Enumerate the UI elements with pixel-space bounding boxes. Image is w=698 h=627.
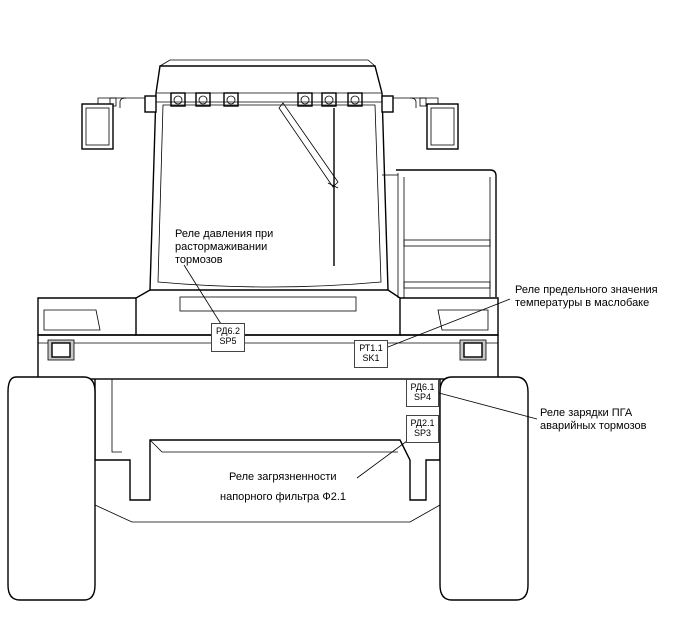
sensor-box-rd6-2: РД6.2 SP5 bbox=[211, 323, 245, 352]
callout-emergency-brake-accumulator-relay: Реле зарядки ПГА аварийных тормозов bbox=[540, 407, 647, 432]
side-lamp-right bbox=[459, 339, 487, 361]
windshield bbox=[157, 104, 382, 288]
sensor-box-rt1-1: РТ1.1 SK1 bbox=[354, 340, 388, 368]
front-beam bbox=[37, 334, 499, 380]
chassis-frame bbox=[94, 379, 441, 501]
wiper-arm bbox=[278, 102, 339, 188]
cab-ladder bbox=[382, 169, 497, 298]
headlight-right bbox=[437, 309, 489, 331]
cab-roof bbox=[155, 65, 383, 94]
callout-pressure-filter-clogging-relay: Реле загрязненности напорного фильтра Ф2… bbox=[220, 471, 346, 503]
wheel-right bbox=[439, 376, 529, 601]
roof-work-lights bbox=[170, 92, 363, 107]
sensor-box-rd6-1: РД6.1 SP4 bbox=[406, 379, 439, 407]
cab-body bbox=[149, 92, 389, 291]
fender-right bbox=[400, 297, 499, 336]
wheel-left bbox=[7, 376, 96, 601]
callout-brake-release-pressure-relay: Реле давления при растормаживании тормоз… bbox=[175, 228, 274, 266]
fender-left bbox=[37, 297, 136, 336]
side-lamp-left bbox=[47, 339, 75, 361]
mirror-right bbox=[381, 95, 459, 150]
headlight-left bbox=[43, 309, 101, 331]
callout-leader-lines bbox=[183, 264, 538, 479]
callout-oil-tank-temperature-relay: Реле предельного значения температуры в … bbox=[515, 284, 658, 309]
mirror-left bbox=[81, 95, 157, 150]
sensor-box-rd2-1: РД2.1 SP3 bbox=[406, 415, 439, 443]
